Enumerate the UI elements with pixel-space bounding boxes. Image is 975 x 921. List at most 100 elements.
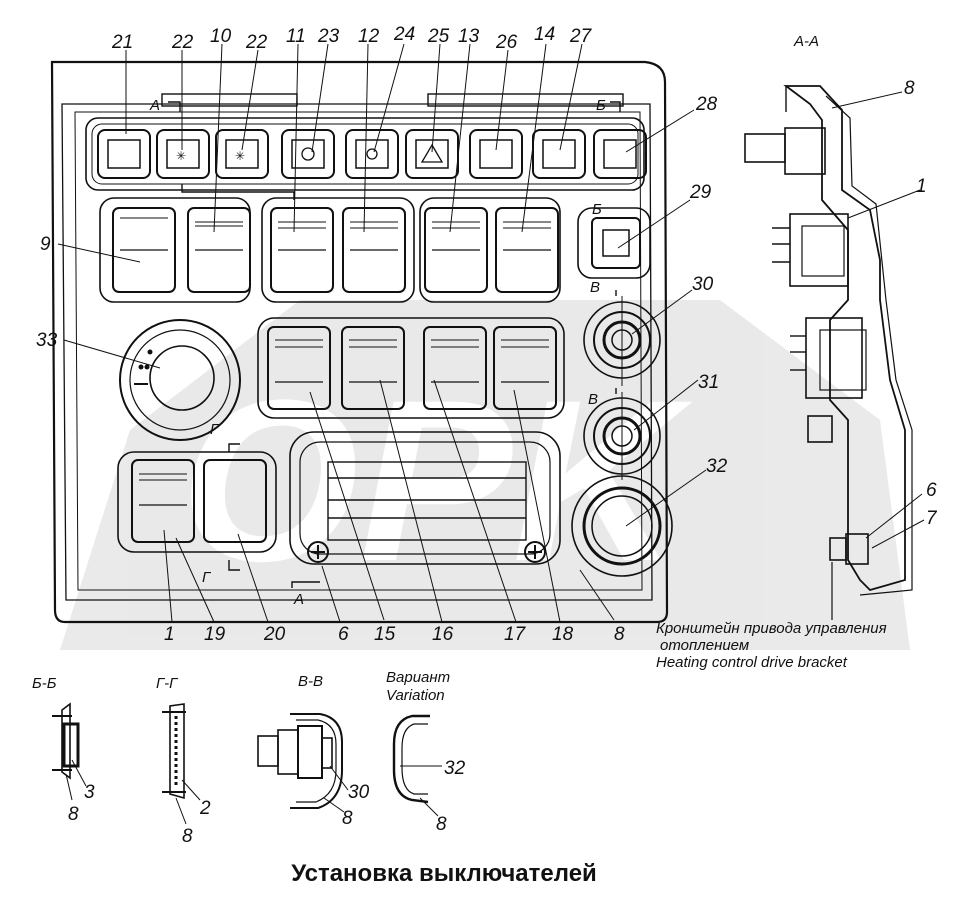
callout-18: 18 [552, 624, 574, 645]
callout-bb-3: 3 [84, 782, 95, 803]
heating-note-ru-2: отоплением [660, 637, 750, 654]
detail-vv [257, 713, 349, 813]
callout-26: 26 [495, 32, 518, 53]
section-a-bottom: А [293, 591, 304, 608]
callout-27: 27 [569, 26, 593, 47]
callout-8-panel: 8 [614, 624, 625, 645]
section-b-top: Б [596, 97, 606, 114]
section-g-lower: Г [202, 569, 212, 586]
callout-19: 19 [204, 624, 226, 645]
detail-title-variant-en: Variation [386, 687, 445, 704]
callout-22a: 22 [171, 32, 194, 53]
center-bay [289, 431, 561, 565]
leader-lines [57, 43, 925, 623]
callout-6-section: 6 [926, 480, 937, 501]
rocker-row-lower [257, 317, 565, 419]
button-29 [577, 207, 651, 279]
heating-note-en: Heating control drive bracket [656, 654, 847, 671]
callout-28: 28 [695, 94, 718, 115]
button-28 [593, 129, 647, 179]
callout-16: 16 [432, 624, 454, 645]
dial-33 [119, 319, 241, 441]
callout-32: 32 [706, 456, 728, 477]
rocker-13 [424, 207, 488, 293]
detail-titles: Б-Б Г-Г В-В Вариант Variation [32, 669, 450, 704]
callout-13: 13 [458, 26, 480, 47]
callout-1: 1 [164, 624, 175, 645]
callout-14: 14 [534, 24, 555, 45]
button-22-left: ✳ [156, 129, 210, 179]
callout-gg-8: 8 [182, 826, 193, 847]
callout-gg-2: 2 [199, 798, 211, 819]
section-aa-label: А-А [793, 33, 819, 50]
callout-10: 10 [210, 26, 232, 47]
knob-31 [583, 392, 661, 480]
detail-title-vv: В-В [298, 673, 323, 690]
section-markers [168, 101, 621, 588]
button-24 [345, 129, 399, 179]
callout-numbers: 21 22 10 22 11 23 12 24 25 13 26 14 27 2… [36, 24, 938, 847]
rocker-9 [112, 207, 176, 293]
callout-25: 25 [427, 26, 450, 47]
svg-text:✳: ✳ [176, 149, 186, 163]
button-21 [97, 129, 151, 179]
rocker-row-upper [99, 197, 651, 303]
section-letters: А-А А А Б Б В В Г Г [149, 33, 819, 608]
figure-title: Установка выключателей [291, 860, 597, 887]
callout-vv-30: 30 [348, 782, 370, 803]
callout-12: 12 [358, 26, 380, 47]
svg-text:✳: ✳ [235, 149, 245, 163]
knob-30 [583, 296, 661, 386]
detail-gg [162, 703, 201, 825]
callout-33: 33 [36, 330, 58, 351]
callout-9: 9 [40, 234, 51, 255]
callout-29: 29 [689, 182, 712, 203]
button-25-hazard [405, 129, 459, 179]
rocker-16 [423, 326, 487, 410]
button-23 [281, 129, 335, 179]
top-button-row: ✳ ✳ [97, 129, 647, 179]
section-aa-view [744, 85, 913, 620]
rocker-15 [341, 326, 405, 410]
button-22-right: ✳ [215, 129, 269, 179]
rocker-6 [267, 326, 331, 410]
callout-6: 6 [338, 624, 349, 645]
callout-21: 21 [111, 32, 133, 53]
callout-bb-8: 8 [68, 804, 79, 825]
detail-title-variant-ru: Вариант [386, 669, 450, 686]
ring-32 [571, 475, 673, 577]
button-26 [469, 129, 523, 179]
rocker-20 [203, 459, 267, 543]
callout-variant-8: 8 [436, 814, 447, 835]
detail-title-gg: Г-Г [156, 675, 179, 692]
rocker-10 [187, 207, 251, 293]
callout-24: 24 [393, 24, 415, 45]
callout-15: 15 [374, 624, 396, 645]
callout-vv-8: 8 [342, 808, 353, 829]
section-a-top: А [149, 97, 160, 114]
callout-8-section: 8 [904, 78, 915, 99]
callout-7-section: 7 [926, 508, 938, 529]
callout-1-section: 1 [916, 176, 927, 197]
screw-left [307, 541, 329, 563]
rocker-17 [493, 326, 557, 410]
section-b-side: Б [592, 201, 602, 218]
callout-22b: 22 [245, 32, 268, 53]
lower-left-switches [117, 451, 277, 553]
rocker-11 [270, 207, 334, 293]
rocker-14 [495, 207, 559, 293]
callout-17: 17 [504, 624, 527, 645]
rocker-12 [342, 207, 406, 293]
section-v-upper: В [590, 279, 600, 296]
callout-11: 11 [286, 26, 306, 47]
callout-23: 23 [317, 26, 340, 47]
heating-note-ru-1: Кронштейн привода управления [656, 620, 887, 637]
callout-variant-32: 32 [444, 758, 466, 779]
detail-bb [52, 702, 87, 801]
callout-20: 20 [263, 624, 286, 645]
section-v-lower: В [588, 391, 598, 408]
heating-bracket-note: Кронштейн привода управления отоплением … [656, 620, 887, 671]
rocker-19 [131, 459, 195, 543]
